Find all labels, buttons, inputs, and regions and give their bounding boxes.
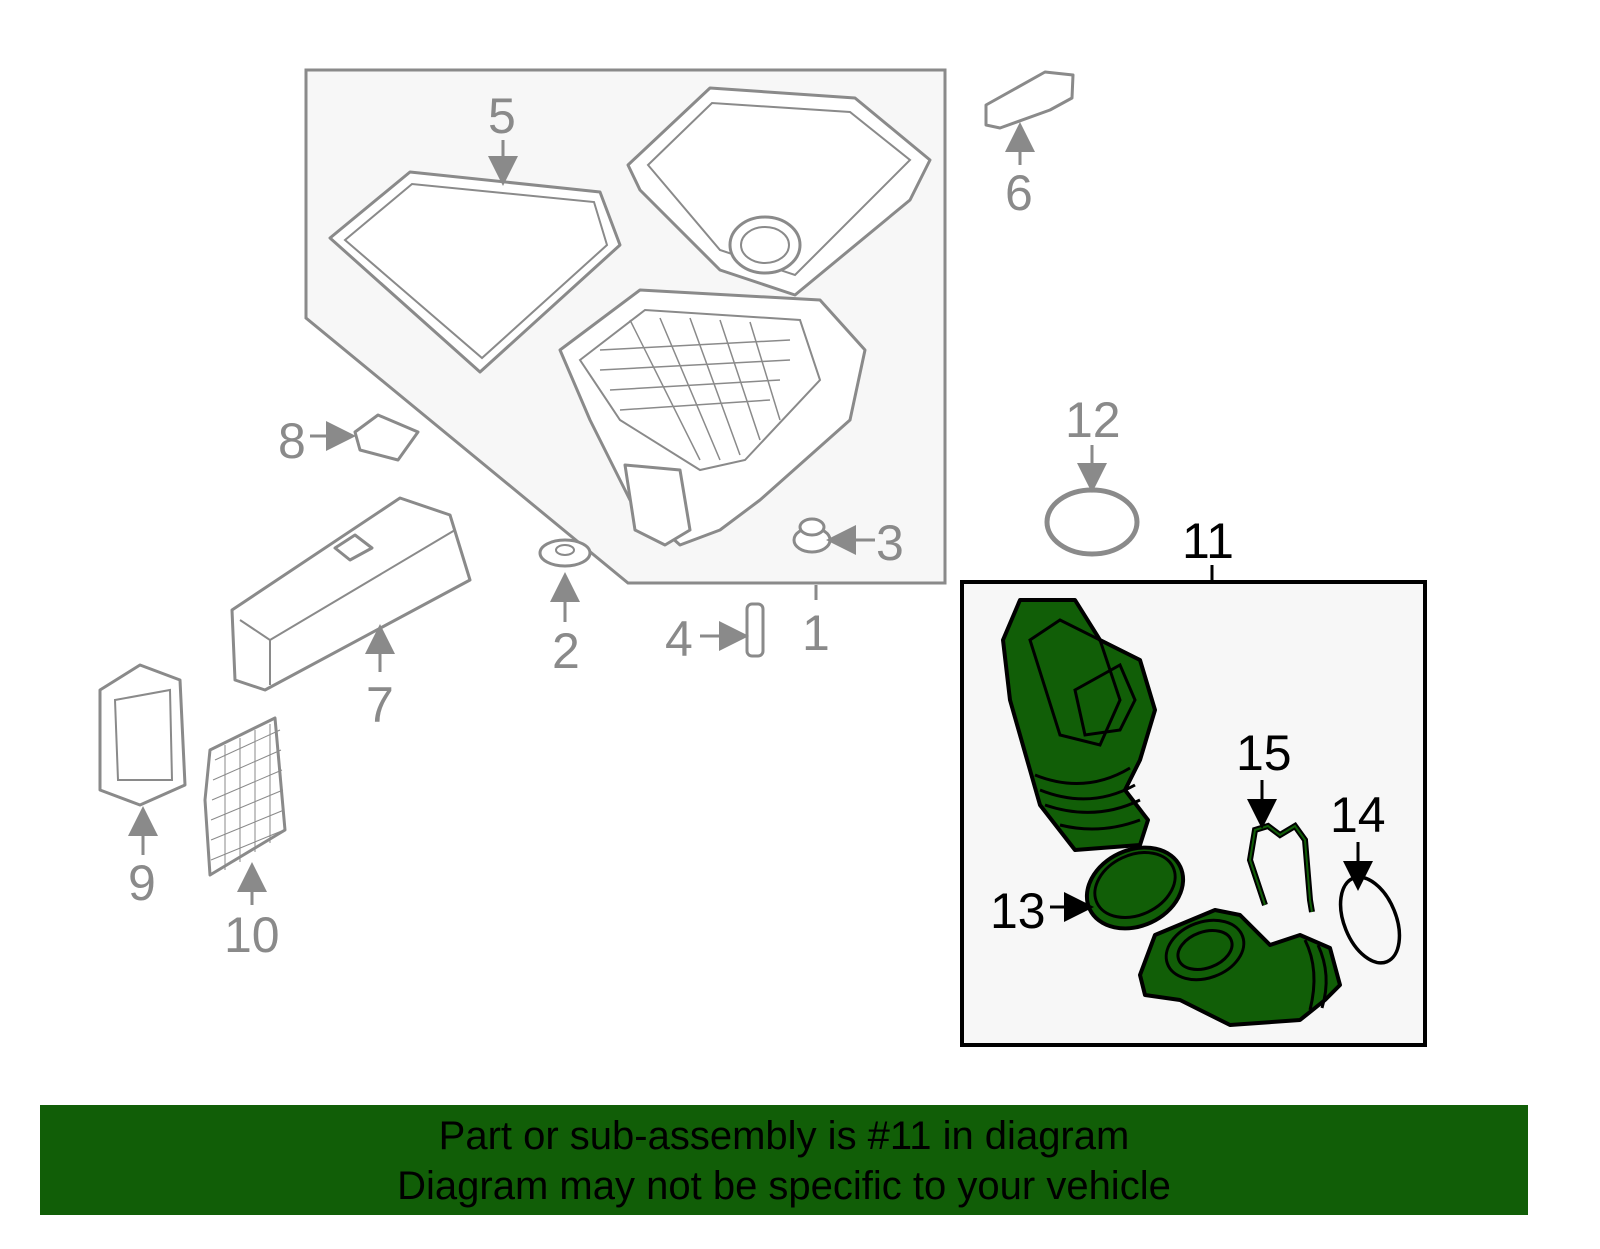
callout-2: 2 [552,623,580,679]
intake-duct[interactable] [230,496,472,692]
callout-4: 4 [665,611,693,667]
callout-14: 14 [1330,787,1386,843]
callout-6: 6 [1005,165,1033,221]
callout-5: 5 [488,88,516,144]
banner-line-2: Diagram may not be specific to your vehi… [397,1164,1171,1208]
grommet[interactable] [792,517,832,554]
hose-clamp[interactable] [1044,487,1140,557]
retaining-clip[interactable] [1246,822,1315,913]
callout-8: 8 [278,413,306,469]
intake-hose-upper[interactable] [1001,598,1157,852]
air-box-lower-housing[interactable] [558,288,867,547]
callout-11: 11 [1182,513,1234,569]
inlet-scoop[interactable] [98,663,187,807]
mount-bushing[interactable] [538,538,592,568]
callout-1: 1 [802,605,830,661]
air-filter-element[interactable] [328,170,622,374]
intake-hose-lower[interactable] [1138,908,1342,1027]
mass-air-flow-sensor[interactable] [984,70,1075,130]
callout-9: 9 [128,855,156,911]
callout-3: 3 [876,515,904,571]
pin[interactable] [745,602,765,658]
callout-10: 10 [224,907,280,963]
callout-13: 13 [990,883,1046,939]
callout-12: 12 [1065,392,1121,448]
clip[interactable] [353,413,420,462]
callout-15: 15 [1236,725,1292,781]
info-banner: Part or sub-assembly is #11 in diagram D… [40,1105,1528,1215]
inlet-grille[interactable] [203,716,287,877]
callout-7: 7 [366,677,394,733]
air-box-upper-cover[interactable] [626,86,932,297]
banner-line-1: Part or sub-assembly is #11 in diagram [438,1114,1130,1158]
